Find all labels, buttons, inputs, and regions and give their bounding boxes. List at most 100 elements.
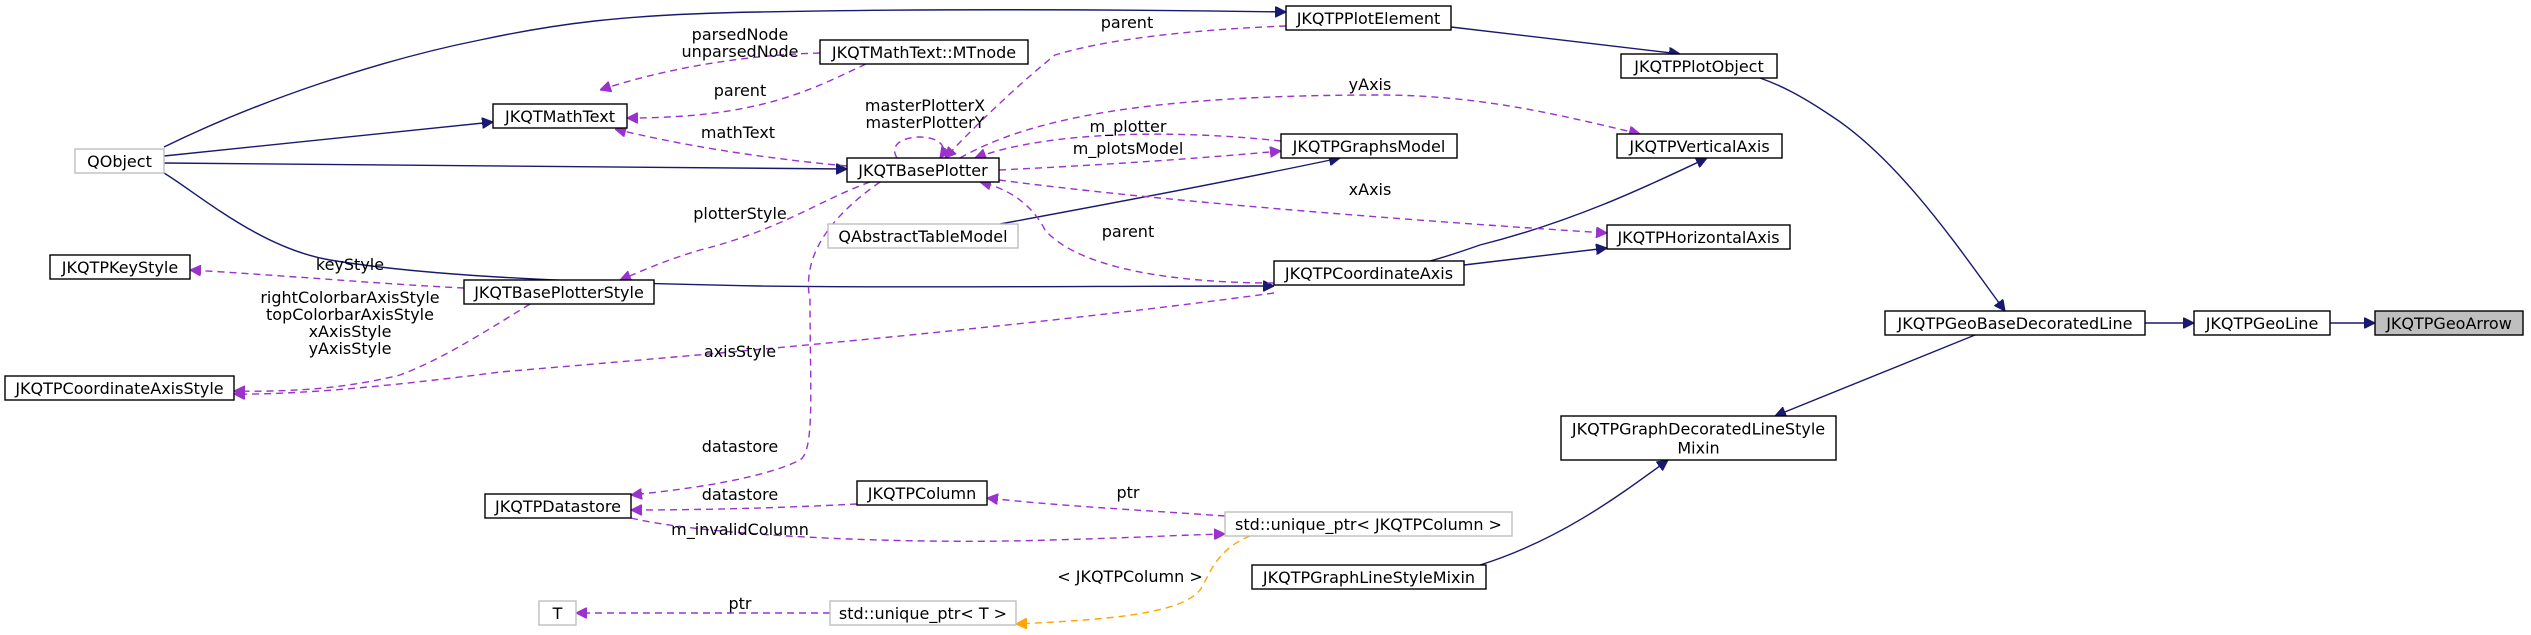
- class-box: [1620, 53, 1778, 79]
- edge-label: parent: [714, 81, 766, 100]
- class-name: QAbstractTableModel: [838, 227, 1007, 246]
- edge-label: ptr: [1116, 483, 1139, 502]
- class-box: [846, 157, 1000, 183]
- class-name: JKQTPGeoArrow: [2385, 314, 2512, 333]
- edge-usage-t-uniqueptrt: ptr: [576, 594, 830, 613]
- class-name: JKQTPGeoBaseDecoratedLine: [1897, 314, 2133, 333]
- edge-label: mathText: [701, 123, 775, 142]
- edge-label: masterPlotterY: [865, 113, 984, 132]
- class-name: JKQTPColumn: [867, 484, 977, 503]
- edge-usage-graphsmodel-baseplotter: m_plotsModel: [998, 139, 1281, 171]
- class-name: JKQTPGraphDecoratedLineStyle: [1571, 420, 1825, 439]
- class-name: JKQTPGraphsModel: [1292, 137, 1446, 156]
- class-node-uniqueptrt: std::unique_ptr< T >: [829, 600, 1017, 626]
- edge-usage-baseplotter-mathtext: mathText: [615, 123, 848, 167]
- edge-inheritance-qobject-plotelement: [163, 10, 1286, 148]
- edge-label: keyStyle: [316, 255, 384, 274]
- edge-label: axisStyle: [704, 342, 776, 361]
- edge-usage-datastore-uniqueptrcolumn: m_invalidColumn: [630, 517, 1225, 542]
- edge-usage-axisstyle-coordaxis: axisStyle: [234, 292, 1275, 394]
- class-node-coordinateaxis[interactable]: JKQTPCoordinateAxis: [1273, 260, 1465, 286]
- edge-inheritance-qobject-baseplotter: [163, 162, 847, 169]
- class-node-plotelement[interactable]: JKQTPPlotElement: [1285, 5, 1452, 31]
- class-name: JKQTPCoordinateAxisStyle: [14, 379, 223, 398]
- class-name: JKQTPKeyStyle: [61, 258, 178, 277]
- edge-label: datastore: [702, 485, 779, 504]
- class-node-geoarrow[interactable]: JKQTPGeoArrow: [2374, 310, 2524, 336]
- edge-line: [959, 94, 1640, 159]
- edge-line: [1479, 460, 1668, 566]
- class-name: JKQTMathText: [504, 107, 615, 126]
- class-box: [538, 600, 577, 626]
- class-box: [1560, 415, 1837, 461]
- class-node-plotobject[interactable]: JKQTPPlotObject: [1620, 53, 1778, 79]
- class-box: [1606, 224, 1791, 250]
- class-name: JKQTPDatastore: [494, 497, 621, 516]
- edge-usage-mathtext-mtnode: parent: [627, 63, 867, 118]
- edge-label: masterPlotterX: [865, 96, 985, 115]
- class-node-geoline[interactable]: JKQTPGeoLine: [2193, 310, 2331, 336]
- edge-line: [620, 181, 871, 280]
- edge-inheritance-coordaxis-vertical: [1429, 158, 1707, 262]
- class-node-verticalaxis[interactable]: JKQTPVerticalAxis: [1616, 133, 1783, 159]
- edge-line: [163, 122, 493, 157]
- edge-line: [980, 182, 1275, 284]
- edge-usage-plotelement-baseplotter: parent: [945, 13, 1287, 158]
- class-box: [4, 375, 235, 401]
- class-node-keystyle[interactable]: JKQTPKeyStyle: [49, 254, 191, 280]
- class-box: [2374, 310, 2524, 336]
- edge-inheritance-qobject-mathtext: [163, 122, 493, 157]
- edge-line: [630, 517, 1225, 542]
- edge-line: [945, 25, 1287, 158]
- class-node-mtnode[interactable]: JKQTMathText::MTnode: [819, 39, 1029, 65]
- edge-line: [1429, 158, 1707, 262]
- class-node-baseplotter[interactable]: JKQTBasePlotter: [846, 157, 1000, 183]
- edge-inheritance-plotobject-geobase: [1759, 77, 2005, 311]
- edge-label: m_plotsModel: [1073, 139, 1184, 159]
- edge-line: [1016, 535, 1251, 624]
- edge-line: [631, 181, 881, 495]
- class-box: [492, 103, 628, 129]
- class-box: [1251, 564, 1487, 590]
- class-name: JKQTMathText::MTnode: [831, 43, 1016, 62]
- class-name: T: [552, 604, 563, 623]
- edge-usage-baseplotter-graphsmodel: m_plotter: [975, 117, 1282, 158]
- class-box: [1224, 511, 1513, 537]
- edge-label: < JKQTPColumn >: [1057, 567, 1202, 586]
- class-name: JKQTPPlotElement: [1296, 9, 1441, 28]
- class-node-coordinateaxisstyle[interactable]: JKQTPCoordinateAxisStyle: [4, 375, 235, 401]
- edge-label: plotterStyle: [693, 204, 787, 223]
- edge-label: xAxis: [1349, 180, 1392, 199]
- class-name: Mixin: [1677, 439, 1719, 458]
- class-name: JKQTPPlotObject: [1633, 57, 1764, 76]
- edge-line: [163, 10, 1286, 148]
- class-node-column[interactable]: JKQTPColumn: [856, 480, 988, 506]
- class-name: std::unique_ptr< T >: [839, 604, 1007, 624]
- class-node-mathtext[interactable]: JKQTMathText: [492, 103, 628, 129]
- edge-label: datastore: [702, 437, 779, 456]
- class-box: [2193, 310, 2331, 336]
- class-node-baseplotterstyle[interactable]: JKQTBasePlotterStyle: [463, 279, 655, 305]
- edge-line: [1775, 334, 1976, 416]
- class-node-graphsmodel[interactable]: JKQTPGraphsModel: [1280, 133, 1458, 159]
- class-name: JKQTBasePlotterStyle: [473, 283, 644, 302]
- edge-label: yAxis: [1349, 75, 1392, 94]
- edge-line: [998, 179, 1607, 233]
- class-node-horizontalaxis[interactable]: JKQTPHorizontalAxis: [1606, 224, 1791, 250]
- class-box: [1280, 133, 1458, 159]
- edge-line: [615, 129, 848, 167]
- edge-label: ptr: [728, 594, 751, 613]
- class-node-linestylemixin[interactable]: JKQTPGraphLineStyleMixin: [1251, 564, 1487, 590]
- class-box: [1285, 5, 1452, 31]
- class-name: QObject: [87, 152, 152, 171]
- edge-label: rightColorbarAxisStyle: [260, 288, 439, 307]
- class-node-datastore[interactable]: JKQTPDatastore: [484, 493, 632, 519]
- edge-label: parsedNode: [692, 25, 789, 44]
- edge-usage-baseplotter-coordaxis: parent: [980, 182, 1275, 284]
- class-box: [1884, 310, 2146, 336]
- class-node-t: T: [538, 600, 577, 626]
- edge-label: yAxisStyle: [309, 339, 392, 358]
- class-node-geobasedecoratedline[interactable]: JKQTPGeoBaseDecoratedLine: [1884, 310, 2146, 336]
